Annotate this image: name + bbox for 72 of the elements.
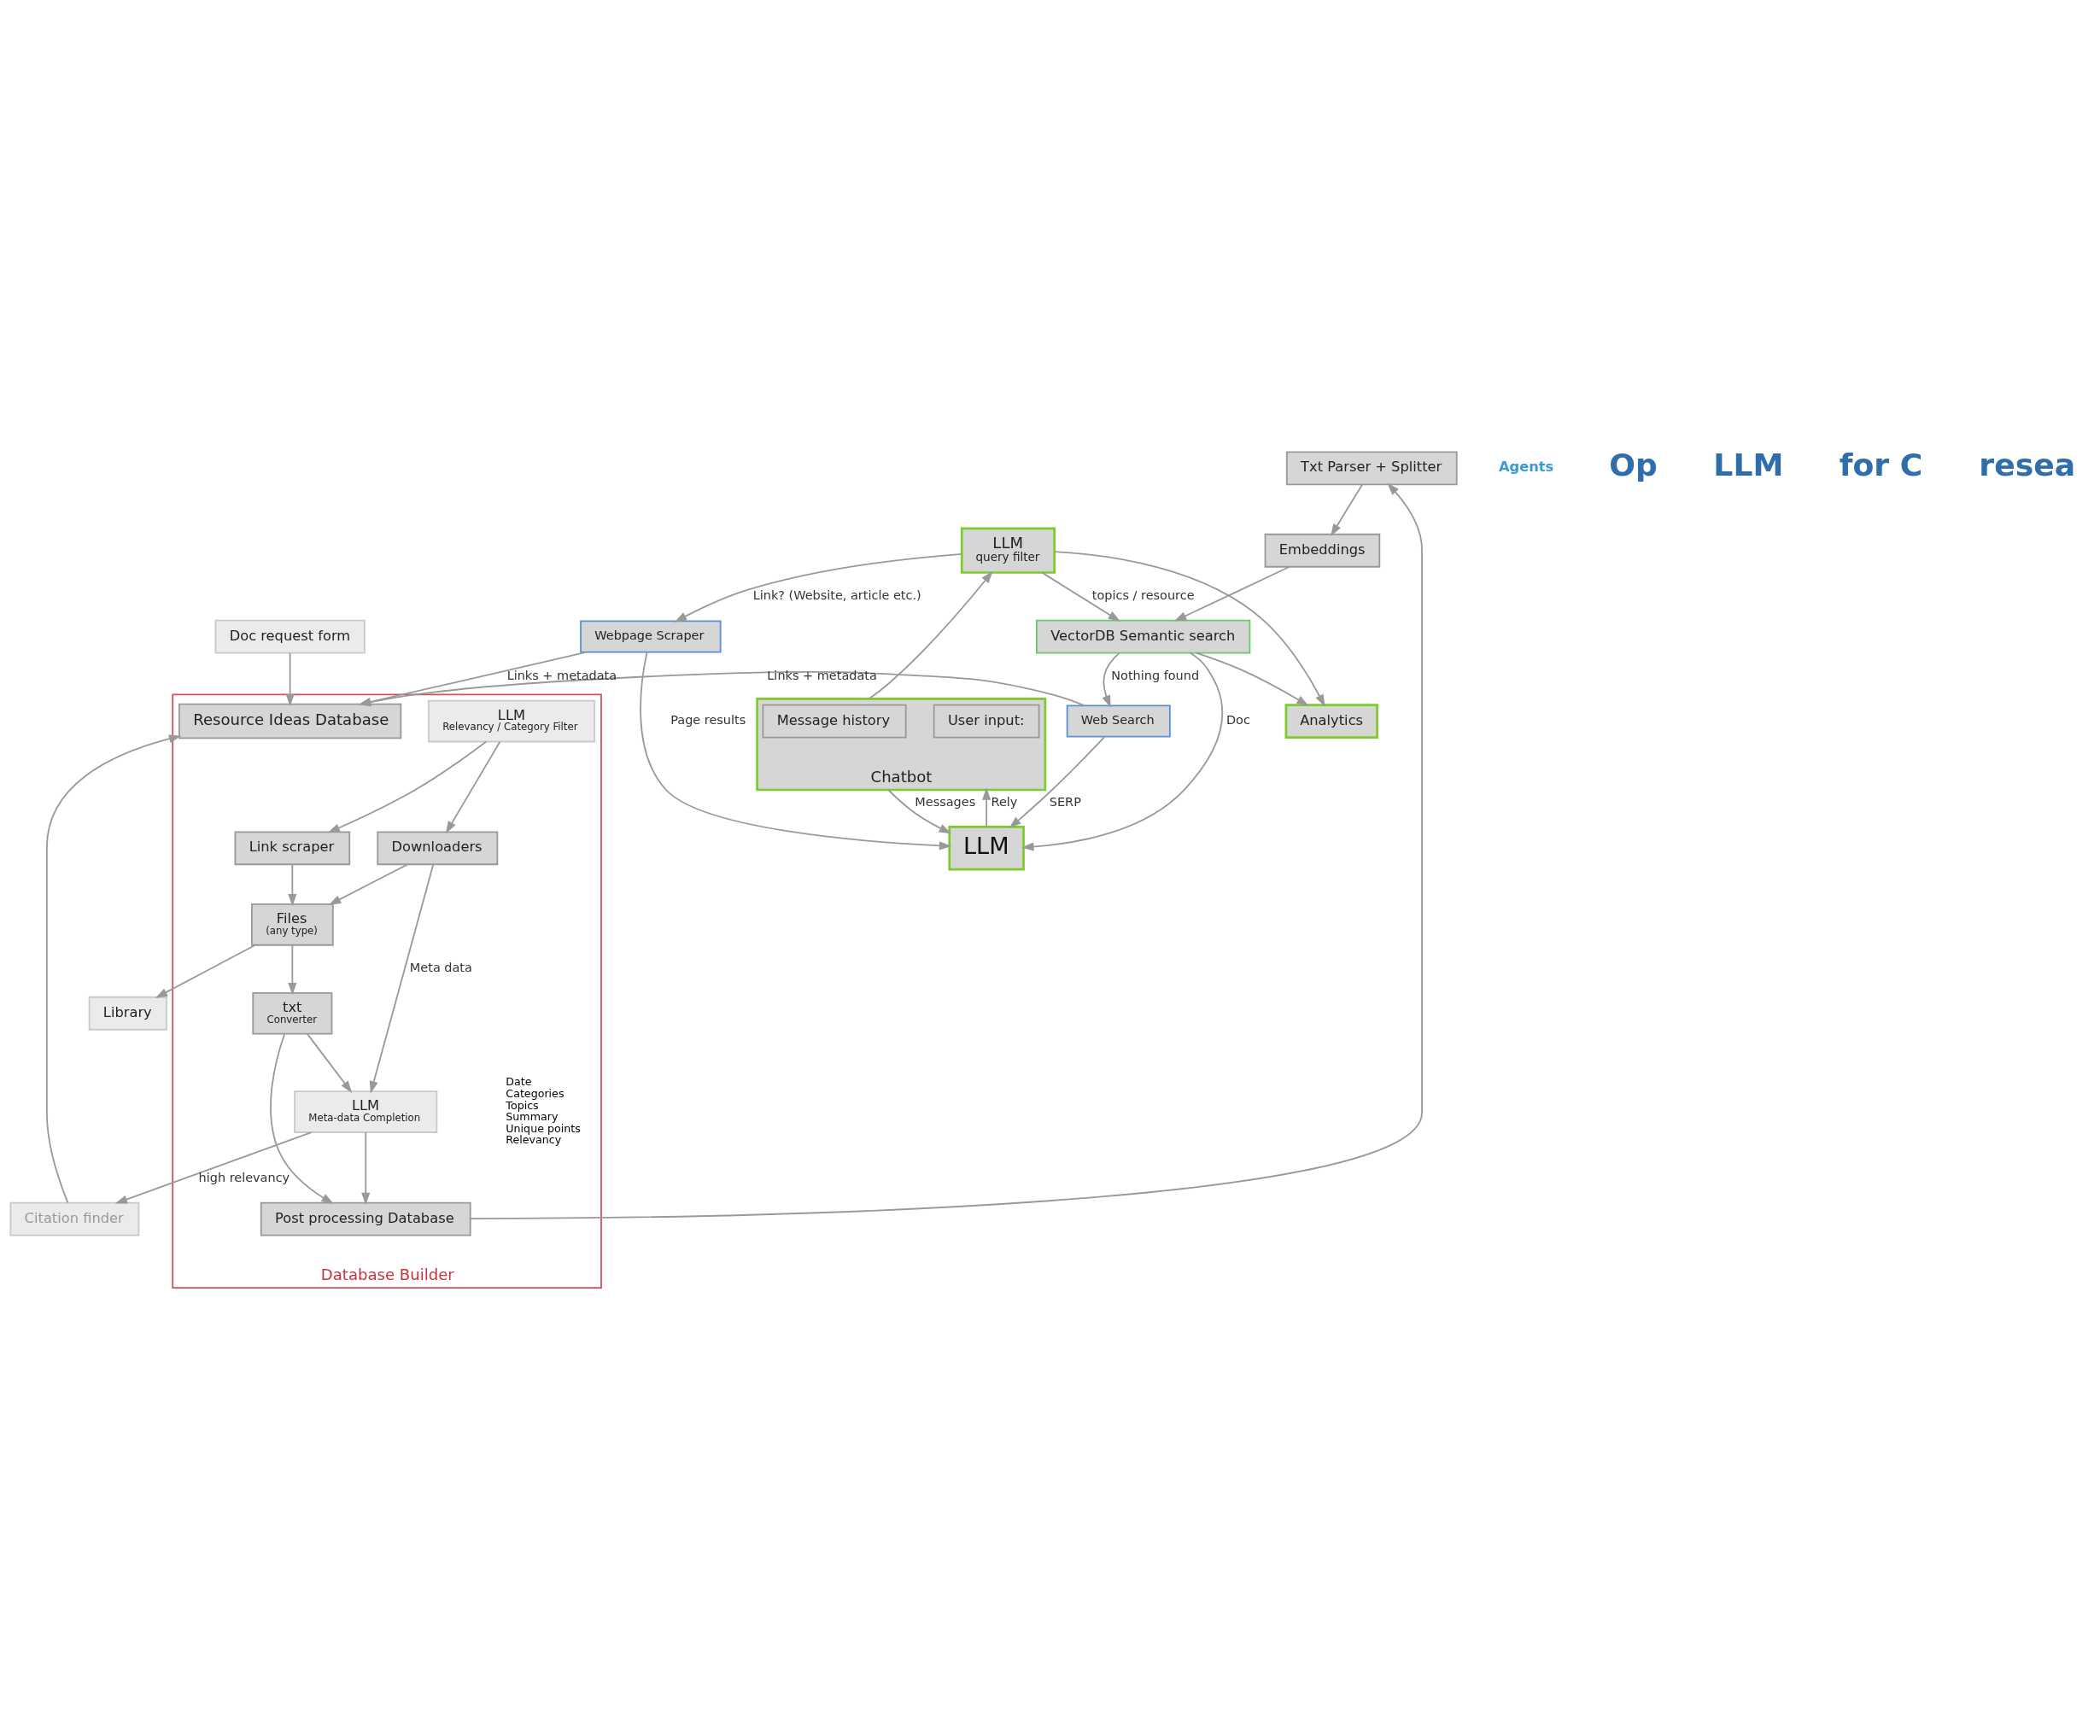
node-box: Embeddings (1264, 533, 1381, 568)
arrow (288, 862, 297, 906)
edge-label: Messages (915, 794, 976, 809)
label: resea (1979, 446, 2076, 483)
node-box: Citation finder (9, 1201, 140, 1236)
edge-label: Links + metadata (506, 668, 617, 682)
node-box: Downloaders (377, 830, 499, 865)
edge-label: high relevancy (198, 1170, 290, 1184)
arrow (868, 570, 993, 699)
node-box: User input: (933, 704, 1040, 738)
arrow (285, 652, 295, 706)
arrow (1041, 571, 1121, 622)
arrow (369, 863, 435, 1094)
node-box: LLM Relevancy / Category Filter (428, 699, 596, 742)
arrow (1195, 652, 1309, 706)
arrow (114, 1131, 313, 1204)
arrow (328, 862, 408, 905)
edge-label: Page results (670, 712, 746, 727)
arrow (445, 740, 501, 833)
arrow (45, 734, 182, 1203)
arrow (327, 740, 488, 833)
arrow (361, 1131, 371, 1205)
node-label: Unique points (506, 1121, 581, 1135)
edge-label: Links + metadata (767, 668, 877, 682)
node-box: Library (88, 996, 167, 1031)
node-label: Date (506, 1074, 532, 1088)
edge-label: Link? (Website, article etc.) (752, 587, 921, 602)
arrow (288, 944, 297, 995)
arrow (270, 1032, 334, 1204)
edge-label: SERP (1049, 794, 1081, 809)
node-box: txt Converter (252, 991, 333, 1035)
node-box: Post processing Database (260, 1201, 471, 1236)
node-box: Analytics (1284, 703, 1378, 739)
label: for C (1839, 446, 1923, 483)
node-box: Link scraper (234, 830, 351, 865)
label: Op (1609, 446, 1658, 483)
arrow (1331, 483, 1364, 536)
arrow (1009, 735, 1106, 828)
edge-label: topics / resource (1091, 587, 1195, 602)
arrow (982, 786, 992, 827)
node-box: Web Search (1066, 704, 1171, 738)
arrow (1102, 652, 1120, 708)
edge-label: Rely (991, 794, 1018, 809)
arrow (640, 651, 952, 850)
node-label: Summary (506, 1109, 559, 1123)
arrow (358, 670, 1085, 706)
node-label: Topics (506, 1098, 539, 1112)
node-box: Message history (762, 704, 907, 738)
node-box: Resource Ideas Database (178, 703, 402, 739)
label: LLM (1713, 446, 1784, 483)
edge-label: Nothing found (1111, 668, 1200, 682)
edge-label: Doc (1225, 712, 1250, 727)
node-box: Webpage Scraper (580, 620, 722, 653)
arrow (155, 944, 256, 998)
edge-label: Meta data (409, 960, 472, 974)
arrow (1021, 652, 1224, 851)
arrow (307, 1032, 353, 1093)
arrow (469, 482, 1423, 1219)
node-box: Doc request form (214, 619, 366, 653)
arrow (1053, 550, 1325, 707)
arrow (358, 651, 588, 706)
arrow (674, 552, 963, 623)
node-box: LLM Meta-data Completion (294, 1090, 438, 1133)
node-box: Txt Parser + Splitter (1285, 451, 1458, 485)
node-label: Categories (506, 1086, 564, 1100)
node-box: LLM (948, 825, 1025, 870)
node-box: LLM query filter (960, 527, 1056, 574)
arrow (1173, 565, 1290, 622)
node-box: Files (any type) (251, 903, 334, 946)
node-box: VectorDB Semantic search (1036, 619, 1251, 653)
arrow (887, 788, 952, 833)
label: Agents (1499, 458, 1554, 475)
